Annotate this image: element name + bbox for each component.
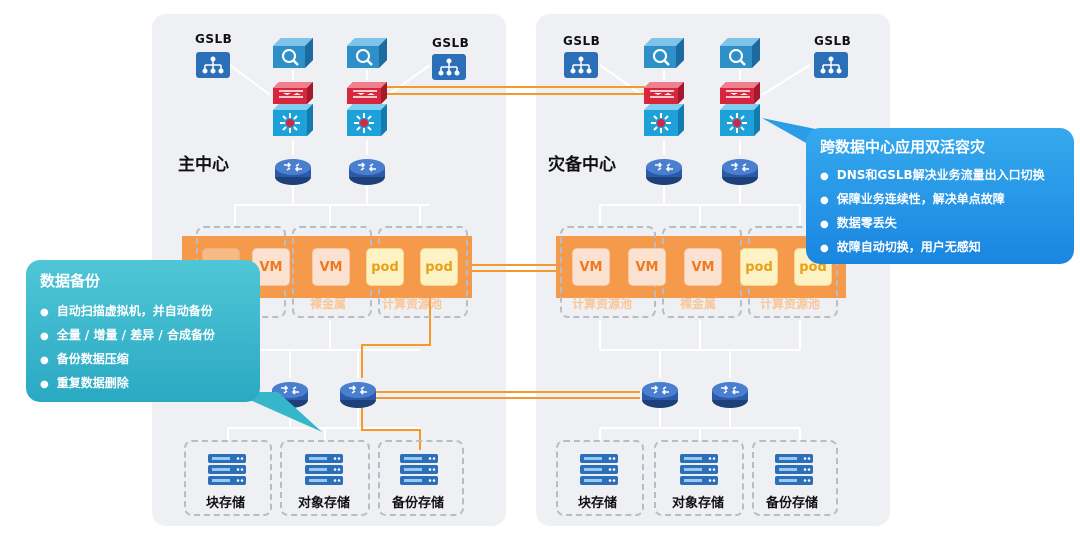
pool-label: 计算资源池	[382, 297, 443, 311]
storage-box-block	[184, 440, 272, 516]
vm-chip: VM	[572, 248, 610, 286]
storage-box-backup	[378, 440, 464, 516]
backup-center-title: 灾备中心	[548, 155, 616, 175]
callout-backup-pointer	[232, 392, 322, 432]
pool-label: 裸金属	[310, 297, 347, 311]
pod-chip: pod	[420, 248, 458, 286]
storage-box-block	[556, 440, 644, 516]
storage-box-object	[654, 440, 744, 516]
vm-chip: VM	[684, 248, 722, 286]
vm-chip: VM	[312, 248, 350, 286]
storage-box-backup	[752, 440, 838, 516]
pool-label: 计算资源池	[572, 297, 633, 311]
storage-label: 备份存储	[392, 496, 445, 511]
vm-chip: VM	[628, 248, 666, 286]
callout-active-bullet: DNS和GSLB解决业务流量出入口切换	[820, 166, 1045, 183]
gslb-label: GSLB	[814, 34, 852, 48]
callout-active-active: 跨数据中心应用双活容灾 DNS和GSLB解决业务流量出入口切换 保障业务连续性，…	[806, 128, 1074, 264]
callout-active-bullet: 保障业务连续性，解决单点故障	[820, 190, 1005, 207]
callout-active-bullet: 数据零丢失	[820, 214, 897, 231]
callout-active-title: 跨数据中心应用双活容灾	[820, 138, 986, 156]
storage-label: 对象存储	[672, 496, 725, 511]
gslb-label: GSLB	[563, 34, 601, 48]
pod-chip: pod	[740, 248, 778, 286]
storage-box-object	[280, 440, 370, 516]
callout-backup-bullet: 重复数据删除	[40, 374, 129, 391]
gslb-label: GSLB	[195, 32, 233, 46]
callout-backup-bullet: 自动扫描虚拟机，并自动备份	[40, 302, 213, 319]
pool-label: 裸金属	[680, 297, 717, 311]
storage-label: 块存储	[206, 496, 246, 511]
callout-backup-bullet: 全量 / 增量 / 差异 / 合成备份	[40, 326, 215, 343]
callout-backup-title: 数据备份	[40, 272, 101, 290]
pool-label: 计算资源池	[760, 297, 821, 311]
gslb-label: GSLB	[432, 36, 470, 50]
callout-data-backup: 数据备份 自动扫描虚拟机，并自动备份 全量 / 增量 / 差异 / 合成备份 备…	[26, 260, 260, 402]
primary-center-title: 主中心	[178, 155, 229, 175]
storage-label: 块存储	[578, 496, 618, 511]
callout-backup-bullet: 备份数据压缩	[40, 350, 129, 367]
storage-label: 备份存储	[766, 496, 819, 511]
storage-label: 对象存储	[298, 496, 351, 511]
pod-chip: pod	[366, 248, 404, 286]
callout-active-bullet: 故障自动切换，用户无感知	[820, 238, 981, 255]
